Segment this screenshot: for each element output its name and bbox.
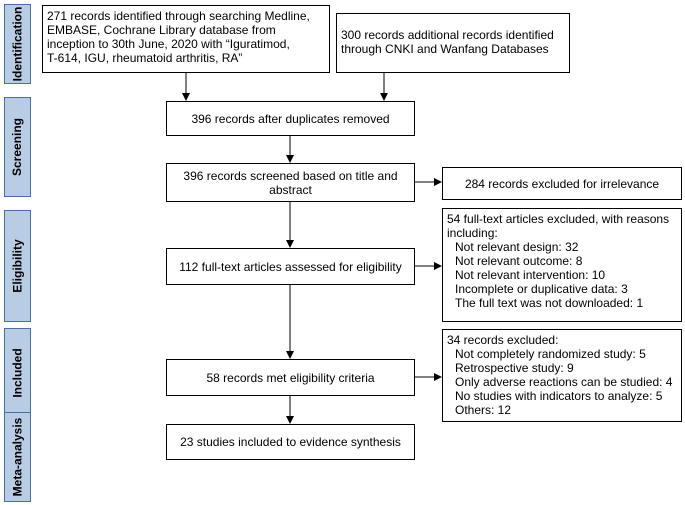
stage-included: Included (4, 328, 31, 418)
box-excluded-irrelevance-text: 284 records excluded for irrelevance (464, 176, 660, 191)
box-records-identified-line: 271 records identified through searching… (47, 9, 310, 23)
box-met-criteria-text: 58 records met eligibility criteria (206, 370, 375, 385)
exclusion-reason: The full text was not downloaded: 1 (455, 296, 644, 310)
box-fulltext-assessed: 112 full-text articles assessed for elig… (166, 248, 415, 285)
exclusion-reason: Retrospective study: 9 (455, 361, 574, 375)
exclusion-reason: Not relevant design: 32 (455, 240, 579, 254)
exclusion-reason: Not completely randomized study: 5 (455, 347, 646, 361)
box-after-duplicates-text: 396 records after duplicates removed (191, 111, 390, 126)
exclusion-reason: Incomplete or duplicative data: 3 (455, 282, 628, 296)
box-after-duplicates: 396 records after duplicates removed (166, 101, 415, 136)
exclusion-reason: Only adverse reactions can be studied: 4 (455, 375, 673, 389)
box-records-identified-line: EMBASE, Cochrane Library database from (47, 23, 276, 37)
box-screened: 396 records screened based on title and … (166, 163, 415, 202)
exclusion-reason: No studies with indicators to analyze: 5 (455, 389, 663, 403)
box-additional-records-line: 300 records additional records identifie… (341, 28, 554, 42)
box-fulltext-excluded: 54 full-text articles excluded, with rea… (442, 208, 682, 322)
box-met-criteria: 58 records met eligibility criteria (166, 359, 415, 396)
box-additional-records-line: through CNKI and Wanfang Databases (341, 42, 549, 56)
box-records-excluded: 34 records excluded: Not completely rand… (442, 329, 682, 422)
box-screened-line: abstract (269, 182, 312, 197)
stage-meta-analysis: Meta-analysis (4, 412, 31, 502)
stage-eligibility: Eligibility (4, 210, 31, 322)
box-records-identified-line: T-614, IGU, rheumatoid arthritis, RA” (47, 51, 243, 65)
box-excluded-irrelevance: 284 records excluded for irrelevance (442, 167, 682, 200)
box-records-identified-line: inception to 30th June, 2020 with “Igura… (47, 37, 290, 51)
box-fulltext-assessed-text: 112 full-text articles assessed for elig… (179, 259, 402, 274)
exclusion-reason: Not relevant outcome: 8 (455, 254, 583, 268)
exclusion-reason: Others: 12 (455, 403, 512, 417)
exclusion-reason: Not relevant intervention: 10 (455, 268, 606, 282)
box-included-synthesis-text: 23 studies included to evidence synthesi… (180, 435, 401, 449)
box-fulltext-excluded-header: 54 full-text articles excluded, with rea… (447, 212, 670, 226)
box-screened-line: 396 records screened based on title and (183, 168, 398, 183)
box-additional-records: 300 records additional records identifie… (336, 13, 570, 73)
box-fulltext-excluded-header: including: (447, 226, 498, 240)
box-records-excluded-header: 34 records excluded: (447, 333, 559, 347)
stage-identification: Identification (4, 4, 31, 84)
stage-screening: Screening (4, 97, 31, 197)
box-included-synthesis: 23 studies included to evidence synthesi… (166, 424, 415, 460)
box-records-identified: 271 records identified through searching… (42, 5, 330, 73)
